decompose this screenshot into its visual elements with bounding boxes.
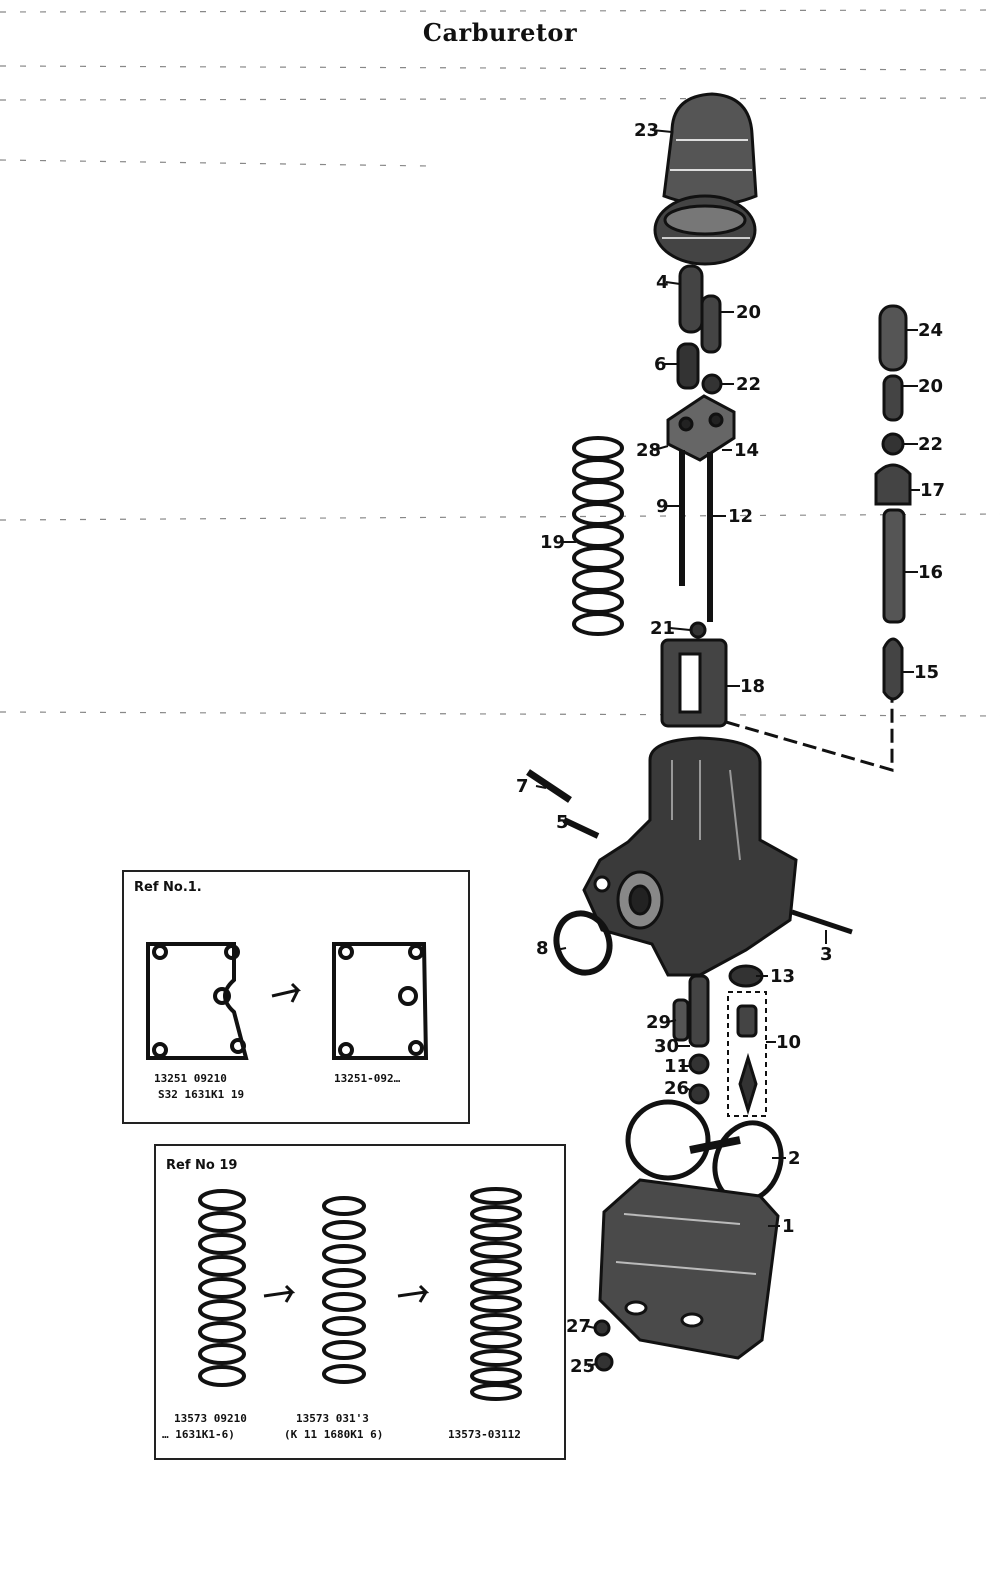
part-6-jet [676, 342, 700, 390]
ref1-inset: Ref No.1. 13251 09210 S32 1631K1 19 1325… [122, 870, 470, 1124]
callout-8: 8 [536, 938, 549, 959]
ref1-old-note: S32 1631K1 19 [158, 1088, 245, 1101]
ref19-note-b: (K 11 1680K1 6) [284, 1428, 384, 1441]
callout-18: 18 [740, 676, 766, 697]
part-27-washer [593, 1319, 611, 1337]
callout-27: 27 [566, 1316, 592, 1337]
part-23-cap [662, 92, 758, 207]
callout-30: 30 [654, 1036, 680, 1057]
part-2-floats [625, 1099, 784, 1204]
callout-14: 14 [734, 440, 760, 461]
callout-16: 16 [918, 562, 944, 583]
part-4-screw [678, 264, 704, 334]
callout-leaders [535, 129, 920, 1367]
scan-noise [0, 9, 1000, 717]
callout-21: 21 [650, 618, 676, 639]
page-title: Carburetor [422, 18, 578, 47]
callout-5: 5 [556, 812, 569, 833]
callout-4: 4 [656, 272, 669, 293]
callout-7: 7 [516, 776, 529, 797]
callout-28: 28 [636, 440, 662, 461]
callout-29: 29 [646, 1012, 672, 1033]
callout-6: 6 [654, 354, 667, 375]
ref1-old-part: 13251 09210 [154, 1072, 227, 1085]
part-1-float-bowl [598, 1178, 780, 1360]
callout-20b: 20 [918, 376, 944, 397]
ref1-new-part: 13251-092… [334, 1072, 401, 1085]
leader-line [725, 700, 894, 772]
callout-22: 22 [736, 374, 762, 395]
callout-25: 25 [570, 1356, 596, 1377]
carburetor-body [582, 736, 798, 977]
callout-15: 15 [914, 662, 940, 683]
callout-11: 11 [664, 1056, 690, 1077]
callout-20: 20 [736, 302, 762, 323]
part-28-plate [666, 394, 736, 462]
part-10-needle-valve [727, 964, 767, 1117]
part-8-oring [553, 910, 613, 976]
ref19-part-a: 13573 09210 [174, 1412, 247, 1425]
ref1-title: Ref No.1. [134, 880, 202, 895]
ref19-part-c: 13573-03112 [448, 1428, 521, 1441]
callout-9: 9 [656, 496, 669, 517]
lower-jets [672, 974, 710, 1105]
part-22-washer [701, 373, 723, 395]
callout-13: 13 [770, 966, 796, 987]
callout-2: 2 [788, 1148, 801, 1169]
part-5-screw [562, 817, 600, 839]
part-3-pin [791, 909, 853, 935]
ref1-gaskets [146, 942, 429, 1060]
callout-1: 1 [782, 1216, 795, 1237]
ref19-title: Ref No 19 [166, 1158, 238, 1173]
callout-17: 17 [920, 480, 946, 501]
callout-24: 24 [918, 320, 944, 341]
part-cap-nut [653, 194, 757, 266]
part-21-clip [689, 621, 707, 639]
ref19-note-a: … 1631K1-6) [162, 1428, 235, 1441]
callout-3: 3 [820, 944, 833, 965]
callout-10: 10 [776, 1032, 802, 1053]
callout-12: 12 [728, 506, 754, 527]
part-25-screw [594, 1352, 614, 1372]
part-20-jet [700, 294, 722, 354]
callout-26: 26 [664, 1078, 690, 1099]
part-19-spring [572, 436, 624, 636]
ref19-springs [198, 1187, 522, 1401]
ref19-inset: Ref No 19 13573 09210 … 1631K1-6) 13573 … [154, 1144, 566, 1460]
callout-23: 23 [634, 120, 660, 141]
callout-22b: 22 [918, 434, 944, 455]
part-18-throttle-valve [660, 638, 728, 728]
callout-19: 19 [540, 532, 566, 553]
part-7-screw [526, 769, 572, 803]
right-column-parts [874, 304, 912, 701]
ref19-part-b: 13573 031'3 [296, 1412, 369, 1425]
